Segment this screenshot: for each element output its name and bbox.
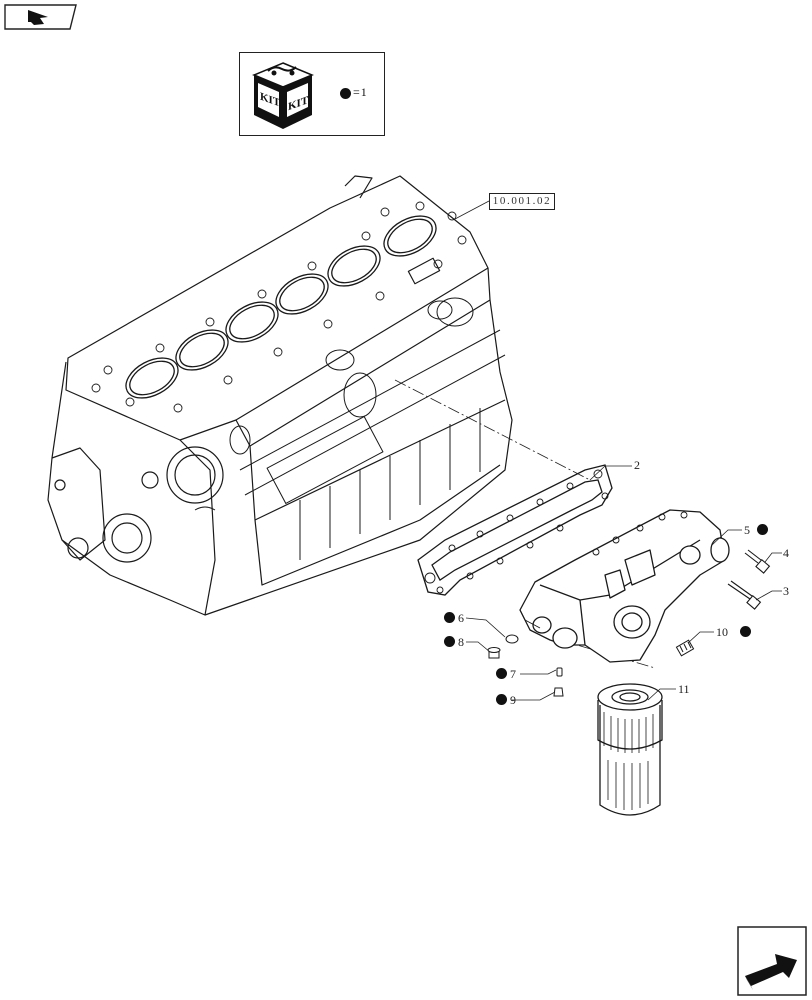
callout-4: 4	[783, 546, 789, 560]
callout-10: 10	[716, 625, 728, 639]
kit-marker-dot-icon	[496, 694, 507, 705]
kit-marker-dot-icon	[740, 626, 751, 637]
reference-box[interactable]: 10.001.02	[489, 193, 555, 210]
callout-9: 9	[510, 693, 516, 707]
kit-legend-box: KIT KIT =1	[239, 52, 385, 136]
kit-legend-equals: =	[353, 85, 361, 99]
plug-8	[487, 647, 501, 659]
callout-3: 3	[783, 584, 789, 598]
engine-block	[47, 175, 513, 616]
pin-7	[556, 667, 563, 677]
filter-cartridge	[597, 683, 663, 816]
kit-marker-dot-icon	[444, 636, 455, 647]
valve-10	[675, 639, 695, 657]
filter-housing	[519, 509, 730, 663]
kit-marker-dot-icon	[757, 524, 768, 535]
callout-5: 5	[744, 523, 750, 537]
kit-legend-number: 1	[360, 85, 368, 99]
callout-11: 11	[678, 682, 690, 696]
kit-marker-dot-icon	[444, 612, 455, 623]
kit-marker-dot-icon	[340, 88, 351, 99]
callout-6: 6	[458, 611, 464, 625]
washer-6	[505, 634, 519, 644]
leader-lines	[465, 465, 782, 701]
callout-7: 7	[510, 667, 516, 681]
plug-9	[553, 687, 564, 697]
cylinder-bores	[125, 215, 437, 399]
kit-marker-dot-icon	[496, 668, 507, 679]
deck-bolt-holes	[91, 201, 467, 413]
previous-page-icon[interactable]	[4, 4, 78, 31]
bolt-4	[744, 549, 771, 574]
kit-box-icon: KIT KIT	[252, 62, 314, 129]
bolt-3	[727, 580, 762, 610]
gasket	[417, 464, 613, 596]
callout-8: 8	[458, 635, 464, 649]
next-page-icon[interactable]	[737, 926, 807, 996]
callout-2: 2	[634, 458, 640, 472]
